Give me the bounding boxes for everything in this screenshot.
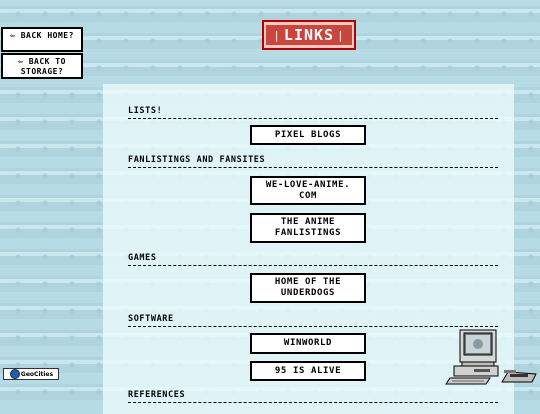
retro-computer-icon xyxy=(445,329,537,385)
link-label: WE-LOVE-ANIME.COM xyxy=(265,179,351,201)
page-title-box: | LINKS | xyxy=(262,20,356,50)
section-references: REFERENCES xyxy=(128,390,498,403)
link-label: HOME OF THE UNDERDOGS xyxy=(274,277,342,298)
back-home-button[interactable]: ⇦ BACK HOME? xyxy=(1,27,83,52)
page-title: LINKS xyxy=(283,26,335,44)
section-games: GAMES xyxy=(128,253,498,266)
link-home-of-the-underdogs[interactable]: HOME OF THE UNDERDOGS xyxy=(250,273,366,303)
back-home-label: BACK HOME? xyxy=(20,31,74,40)
section-software: SOFTWARE xyxy=(128,314,498,327)
link-label: THE ANIME FANLISTINGS xyxy=(274,217,342,238)
geocities-globe-icon xyxy=(9,369,20,379)
arrow-left-icon: ⇦ xyxy=(18,57,24,66)
section-fanlistings: FANLISTINGS AND FANSITES xyxy=(128,155,498,168)
link-winworld[interactable]: WINWORLD xyxy=(250,333,366,354)
link-anime-fanlistings[interactable]: THE ANIME FANLISTINGS xyxy=(250,213,366,243)
geocities-badge[interactable]: GeoCities xyxy=(3,368,59,380)
arrow-left-icon: ⇦ xyxy=(10,31,16,40)
section-lists: LISTS! xyxy=(128,106,498,119)
link-95-is-alive[interactable]: 95 IS ALIVE xyxy=(250,361,366,381)
link-pixel-blogs[interactable]: PIXEL BLOGS xyxy=(250,125,366,145)
back-storage-label: BACK TO STORAGE? xyxy=(20,57,66,76)
back-storage-button[interactable]: ⇦ BACK TO STORAGE? xyxy=(1,53,83,79)
link-we-love-anime[interactable]: WE-LOVE-ANIME.COM xyxy=(250,176,366,205)
